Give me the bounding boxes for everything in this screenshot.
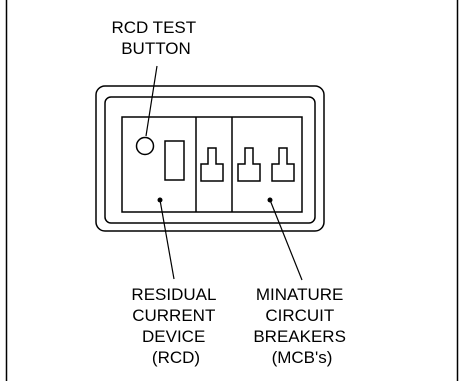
rcd-toggle-switch xyxy=(164,140,185,181)
consumer-unit-inner-frame xyxy=(104,96,316,224)
mcb-leader-line xyxy=(269,199,303,281)
rcd-label-line-1: RESIDUAL xyxy=(131,285,216,304)
rcd-label-line-2: CURRENT xyxy=(132,306,215,325)
rcd-test-button-label: RCD TEST BUTTON xyxy=(111,18,200,58)
consumer-unit-outer-frame xyxy=(95,85,325,232)
rcd-test-button-label-line-1: RCD TEST xyxy=(111,18,195,37)
mcb-switch-1 xyxy=(200,147,224,182)
rcd-leader-line xyxy=(159,199,175,280)
rcd-label-line-3: DEVICE xyxy=(142,327,205,346)
miniature-circuit-breakers-label: MINATURE CIRCUIT BREAKERS (MCB's) xyxy=(253,285,350,367)
mcb-label-line-4: (MCB's) xyxy=(272,348,333,367)
mcb-label-line-3: BREAKERS xyxy=(253,327,346,346)
device-panel xyxy=(121,116,303,213)
mcb-label-line-1: MINATURE xyxy=(256,285,344,304)
rcd-test-button-circle xyxy=(135,136,155,156)
mcb-label-line-2: CIRCUIT xyxy=(265,306,334,325)
rcd-test-button-label-line-2: BUTTON xyxy=(121,39,191,58)
mcb-switch-3 xyxy=(271,147,295,182)
residual-current-device-label: RESIDUAL CURRENT DEVICE (RCD) xyxy=(131,285,220,367)
mcb-switch-2 xyxy=(237,147,261,182)
rcd-label-line-4: (RCD) xyxy=(152,348,200,367)
rcd-test-button-leader-line xyxy=(145,65,158,137)
